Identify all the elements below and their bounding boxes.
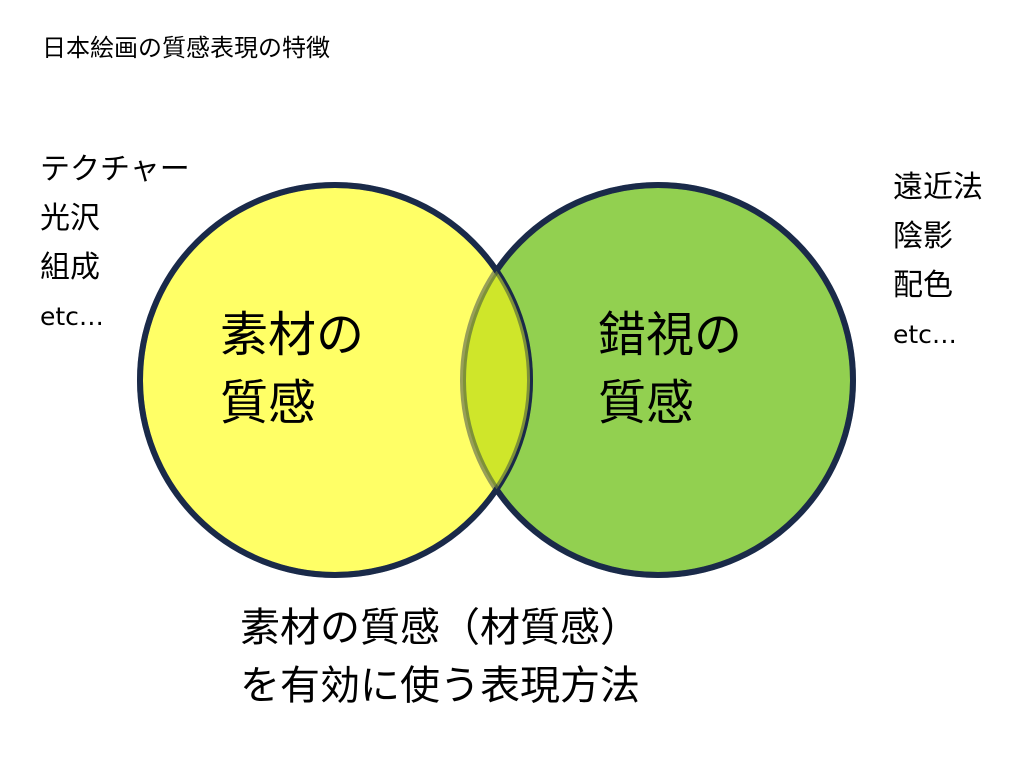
list-item-gloss: 光沢 xyxy=(40,201,100,236)
illusion-label-line2: 質感 xyxy=(598,375,695,431)
caption: 素材の質感（材質感） を有効に使う表現方法 xyxy=(240,599,640,715)
illusion-circle-outline xyxy=(460,182,856,578)
list-item-shading: 陰影 xyxy=(893,219,953,254)
illusion-qualities-list: 遠近法 陰影 配色 etc… xyxy=(893,163,983,359)
illusion-texture-label: 錯視の 質感 xyxy=(598,301,742,437)
list-item-composition: 組成 xyxy=(40,250,100,285)
list-item-texture: テクチャー xyxy=(40,152,190,187)
material-circle-outline xyxy=(137,182,533,578)
caption-line2: を有効に使う表現方法 xyxy=(240,663,640,709)
list-item-etc: etc… xyxy=(40,302,104,331)
material-label-line1: 素材の xyxy=(220,307,365,363)
illusion-label-line1: 錯視の xyxy=(598,307,743,363)
caption-line1: 素材の質感（材質感） xyxy=(240,605,640,651)
list-item-color-scheme: 配色 xyxy=(893,268,953,303)
material-qualities-list: テクチャー 光沢 組成 etc… xyxy=(40,145,190,341)
list-item-etc: etc… xyxy=(893,320,957,349)
list-item-perspective: 遠近法 xyxy=(893,170,983,205)
material-label-line2: 質感 xyxy=(220,375,317,431)
material-texture-label: 素材の 質感 xyxy=(220,301,364,437)
page-title: 日本絵画の質感表現の特徴 xyxy=(42,34,330,62)
